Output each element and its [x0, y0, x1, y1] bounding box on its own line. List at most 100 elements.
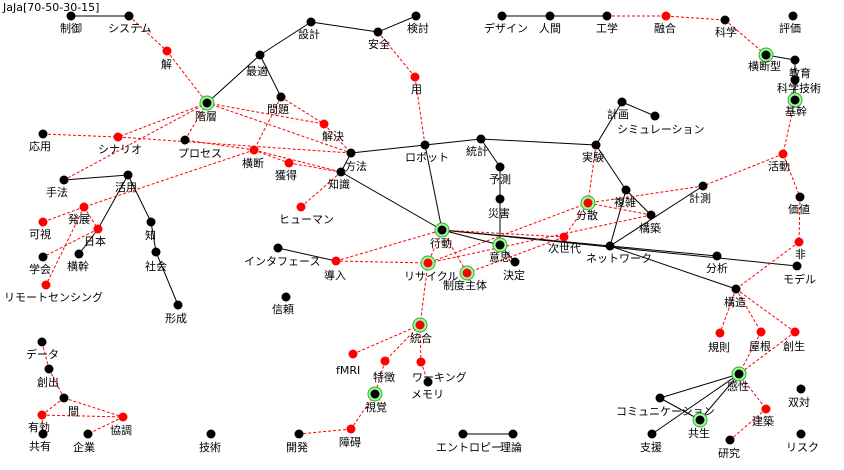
node-katsudo: 活動 — [768, 149, 790, 173]
node-kaisou: 階層 — [195, 95, 217, 123]
node-label: 分散 — [576, 208, 598, 222]
node-dot — [151, 247, 161, 257]
diagram-title: JaJa[70-50-30-15] — [3, 1, 100, 14]
node-label: デザイン — [484, 21, 528, 35]
node-label: ロボット — [405, 151, 449, 164]
node-label: 実験 — [582, 150, 604, 164]
node-label: 応用 — [29, 139, 51, 153]
node-keisoku: 計測 — [689, 181, 711, 205]
node-label: エントロピー — [436, 441, 502, 454]
node-label: 形成 — [165, 312, 187, 325]
node-dot — [794, 237, 804, 247]
node-hatten: 発展 — [68, 202, 90, 226]
node-chishiki: 知識 — [328, 167, 350, 191]
node-kodo: 行動 — [430, 222, 452, 250]
edge-dashed-hi-kozo — [735, 241, 800, 290]
edge-solid-saiteki-mondai — [259, 54, 282, 98]
edge-solid-nihon-oukan — [78, 228, 99, 255]
node-label: 視覚 — [365, 400, 387, 414]
edge-solid-katsuyo-chi — [127, 174, 152, 223]
edge-solid-saiteki-kaisou — [206, 54, 261, 104]
edge-solid-sekkei-anzen — [310, 21, 379, 33]
node-dot — [761, 404, 771, 414]
edge-solid-keikaku-simulation — [621, 101, 656, 117]
edge-solid-kyosei-communication — [659, 397, 701, 421]
edge-dashed-keisoku-bunsan — [587, 185, 704, 204]
node-label: 活用 — [115, 181, 137, 194]
node-network: ネットワーク — [586, 241, 652, 265]
node-label: 制度主体 — [443, 278, 487, 292]
node-kigyo: 企業 — [73, 429, 95, 454]
edge-solid-shuho-katsuyo — [63, 174, 129, 181]
edge-dashed-mondai-kaiketsu — [280, 96, 325, 125]
node-label: コミュニケーション — [616, 405, 715, 418]
edge-solid-robot-kodo — [424, 144, 443, 231]
node-label: インタフェース — [244, 255, 320, 268]
node-label: 活動 — [768, 159, 790, 173]
edge-dashed-yane-kansei — [738, 331, 762, 375]
node-jisedai: 次世代 — [548, 232, 581, 255]
node-label: 分析 — [706, 261, 728, 275]
edge-solid-kansei-shien — [651, 373, 740, 435]
node-label: 構築 — [639, 221, 661, 235]
edge-dashed-scenario-houhou — [117, 136, 352, 154]
node-label: ネットワーク — [586, 252, 652, 265]
node-label: 創出 — [37, 375, 59, 389]
edge-dashed-kouchiku-recycle — [427, 214, 652, 264]
edge-dashed-sosei-kansei — [738, 331, 796, 375]
node-label: 計画 — [607, 107, 629, 121]
edge-dashed-hatten-remote — [45, 206, 85, 286]
node-entropy: エントロピー — [436, 429, 502, 454]
node-ishi: 意思 — [489, 237, 511, 264]
node-dot — [44, 364, 54, 374]
node-dot — [712, 251, 722, 261]
node-dot — [795, 192, 805, 202]
node-dot — [373, 27, 383, 37]
node-kyoiku: 教育 — [789, 55, 811, 80]
node-ma: 間 — [59, 393, 79, 418]
node-label: 非 — [795, 248, 806, 261]
node-dot — [796, 429, 806, 439]
edge-dashed-oudan-kakutoku — [253, 149, 290, 164]
node-sotai: 双対 — [788, 384, 810, 409]
node-dot — [83, 429, 93, 439]
node-label: 規則 — [708, 340, 730, 354]
node-dot — [93, 224, 103, 234]
edge-dashed-kaiketsu-houhou — [323, 123, 352, 154]
node-label: 建築 — [752, 414, 774, 428]
node-label: 屋根 — [749, 339, 771, 353]
node-kogaku: 工学 — [596, 11, 618, 35]
node-label: 科学 — [715, 25, 737, 39]
edge-solid-sekkei-saiteki — [259, 21, 312, 56]
edge-solid-houhou-robot — [350, 144, 426, 154]
node-dot — [38, 252, 48, 262]
node-togo: 統合 — [410, 317, 432, 345]
node-label: システム — [108, 22, 152, 35]
edge-dashed-soshutsu-ma — [48, 368, 65, 399]
node-dot — [621, 185, 631, 195]
node-label: 学会 — [29, 262, 51, 276]
node-dot — [370, 389, 380, 399]
node-human: ヒューマン — [279, 202, 334, 226]
node-label: 行動 — [430, 236, 452, 250]
edge-solid-network-kozo — [609, 245, 737, 290]
node-fmri: fMRI — [336, 349, 360, 377]
node-yuko: 有効 — [28, 410, 50, 434]
node-label: 横幹 — [67, 259, 89, 273]
node-dot — [79, 202, 89, 212]
edge-solid-chishiki-kodo — [340, 171, 443, 231]
node-oyo: 応用 — [29, 129, 51, 153]
node-dot — [206, 429, 216, 439]
node-label: 可視 — [29, 227, 51, 241]
node-label: fMRI — [336, 364, 360, 377]
node-label: 創生 — [783, 339, 805, 353]
node-dot — [281, 292, 291, 302]
edge-solid-fukuzatsu-kouchiku — [625, 189, 652, 216]
edge-dashed-kaisou-houhou — [206, 102, 352, 154]
edge-dashed-kachi-hi — [798, 196, 801, 243]
node-label: 統合 — [410, 331, 432, 345]
node-remote: リモートセンシング — [4, 280, 103, 304]
node-hi: 非 — [794, 237, 806, 261]
